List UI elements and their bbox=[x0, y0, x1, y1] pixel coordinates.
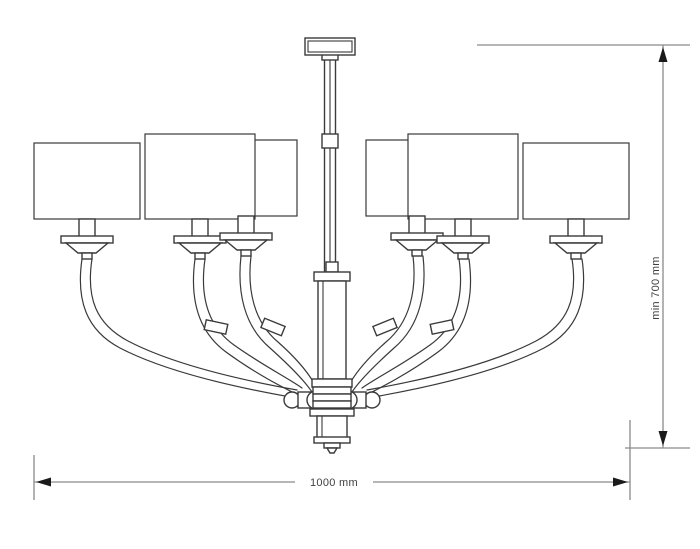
shade-left-front bbox=[144, 133, 256, 220]
central-body-group bbox=[311, 261, 353, 388]
sleeve-right-b bbox=[372, 317, 398, 337]
width-dimension-label: 1000 mm bbox=[310, 477, 358, 489]
arm-left-front bbox=[192, 258, 303, 397]
finial-base-plate bbox=[313, 436, 351, 444]
light-fitting-right-back bbox=[390, 215, 444, 257]
arm-left-front-edge-a bbox=[192, 258, 301, 397]
light-fitting-right-outer bbox=[549, 218, 603, 260]
width-label-backdrop bbox=[295, 472, 373, 492]
stem-left-back bbox=[237, 215, 255, 236]
bobeche-nipple-right-front bbox=[457, 252, 469, 260]
shade-right-front-body bbox=[407, 133, 519, 220]
sleeve-right-a bbox=[429, 318, 455, 336]
arm-left-back-edge-b bbox=[249, 255, 316, 386]
arrow-left-icon bbox=[36, 477, 51, 487]
shade-left-outer bbox=[33, 142, 141, 220]
bobeche-nipple-left-outer bbox=[81, 252, 93, 260]
arm-right-front-edge-b bbox=[361, 258, 462, 389]
arm-left-back-edge-a bbox=[239, 255, 313, 393]
rod-joint-coupler bbox=[321, 133, 339, 149]
bobeche-nipple-right-outer bbox=[570, 252, 582, 260]
arm-left-front-edge-b bbox=[202, 258, 303, 389]
hub-top-plate bbox=[312, 386, 352, 395]
ceiling-plate-inner bbox=[307, 40, 353, 53]
central-body-nipple bbox=[325, 261, 339, 273]
arm-left-outer-edge-b bbox=[89, 258, 298, 391]
shade-right-outer bbox=[522, 142, 630, 220]
bobeche-cone-left-front bbox=[177, 242, 223, 254]
arm-sleeve-connectors bbox=[203, 317, 455, 337]
stem-left-outer bbox=[78, 218, 96, 239]
bobeche-disc-left-front bbox=[173, 235, 227, 244]
arm-left-outer bbox=[79, 258, 298, 399]
bobeche-cone-left-back bbox=[223, 239, 269, 251]
height-dimension-label: min 700 mm bbox=[650, 256, 662, 320]
suspension-rod-group bbox=[321, 53, 339, 277]
stem-right-back bbox=[408, 215, 426, 236]
sleeve-left-b bbox=[260, 317, 286, 337]
arm-right-outer bbox=[366, 258, 585, 399]
arm-right-front-edge-a bbox=[363, 258, 472, 397]
bobeche-disc-left-outer bbox=[60, 235, 114, 244]
bobeche-nipple-left-front bbox=[194, 252, 206, 260]
shade-right-front bbox=[407, 133, 519, 220]
sleeve-left-a bbox=[203, 318, 229, 336]
horizontal-dimension-group: 1000 mm bbox=[33, 420, 631, 500]
bobeche-disc-right-back bbox=[390, 232, 444, 241]
bobeche-cone-left-outer bbox=[64, 242, 110, 254]
arm-right-front bbox=[361, 258, 472, 397]
finial-neck bbox=[323, 442, 341, 449]
central-body-cap bbox=[313, 271, 351, 282]
arm-right-outer-edge-a bbox=[367, 258, 585, 399]
hub-collar bbox=[309, 408, 355, 417]
bottom-finial-group bbox=[313, 415, 351, 454]
arrow-right-icon bbox=[613, 477, 628, 487]
arm-left-back bbox=[239, 255, 316, 393]
finial-tip bbox=[325, 447, 339, 454]
arrow-down-icon bbox=[658, 431, 668, 446]
hub-mid-plate bbox=[312, 393, 352, 402]
bobeche-disc-right-outer bbox=[549, 235, 603, 244]
ceiling-plate-group bbox=[304, 37, 356, 56]
bobeche-disc-left-back bbox=[219, 232, 273, 241]
light-fitting-right-front bbox=[436, 218, 490, 260]
stem-right-outer bbox=[567, 218, 585, 239]
light-fitting-left-back bbox=[219, 215, 273, 257]
bobeche-nipple-right-back bbox=[411, 249, 423, 257]
light-fitting-left-outer bbox=[60, 218, 114, 260]
ceiling-mount-plate bbox=[304, 37, 356, 56]
central-body-base-flange bbox=[311, 378, 353, 388]
hub-lower-plate bbox=[312, 400, 352, 409]
bobeche-cone-right-front bbox=[440, 242, 486, 254]
vertical-dimension-group: min 700 mm bbox=[477, 44, 690, 449]
arrow-up-icon bbox=[658, 47, 668, 62]
light-fitting-left-front bbox=[173, 218, 227, 260]
lower-hub-assembly bbox=[283, 386, 381, 417]
bobeche-nipple-left-back bbox=[240, 249, 252, 257]
stem-right-front bbox=[454, 218, 472, 239]
arm-right-back-edge-b bbox=[348, 255, 415, 386]
stem-left-front bbox=[191, 218, 209, 239]
arm-right-outer-edge-b bbox=[366, 258, 575, 391]
arm-left-outer-edge-a bbox=[79, 258, 297, 399]
central-column-body bbox=[317, 280, 347, 380]
bobeche-cone-right-outer bbox=[553, 242, 599, 254]
arm-right-back bbox=[348, 255, 425, 393]
shade-left-outer-body bbox=[33, 142, 141, 220]
shade-right-outer-body bbox=[522, 142, 630, 220]
bobeche-disc-right-front bbox=[436, 235, 490, 244]
bobeche-cone-right-back bbox=[394, 239, 440, 251]
shade-left-front-body bbox=[144, 133, 256, 220]
chandelier-assembly bbox=[33, 37, 630, 454]
arm-right-back-edge-a bbox=[351, 255, 425, 393]
